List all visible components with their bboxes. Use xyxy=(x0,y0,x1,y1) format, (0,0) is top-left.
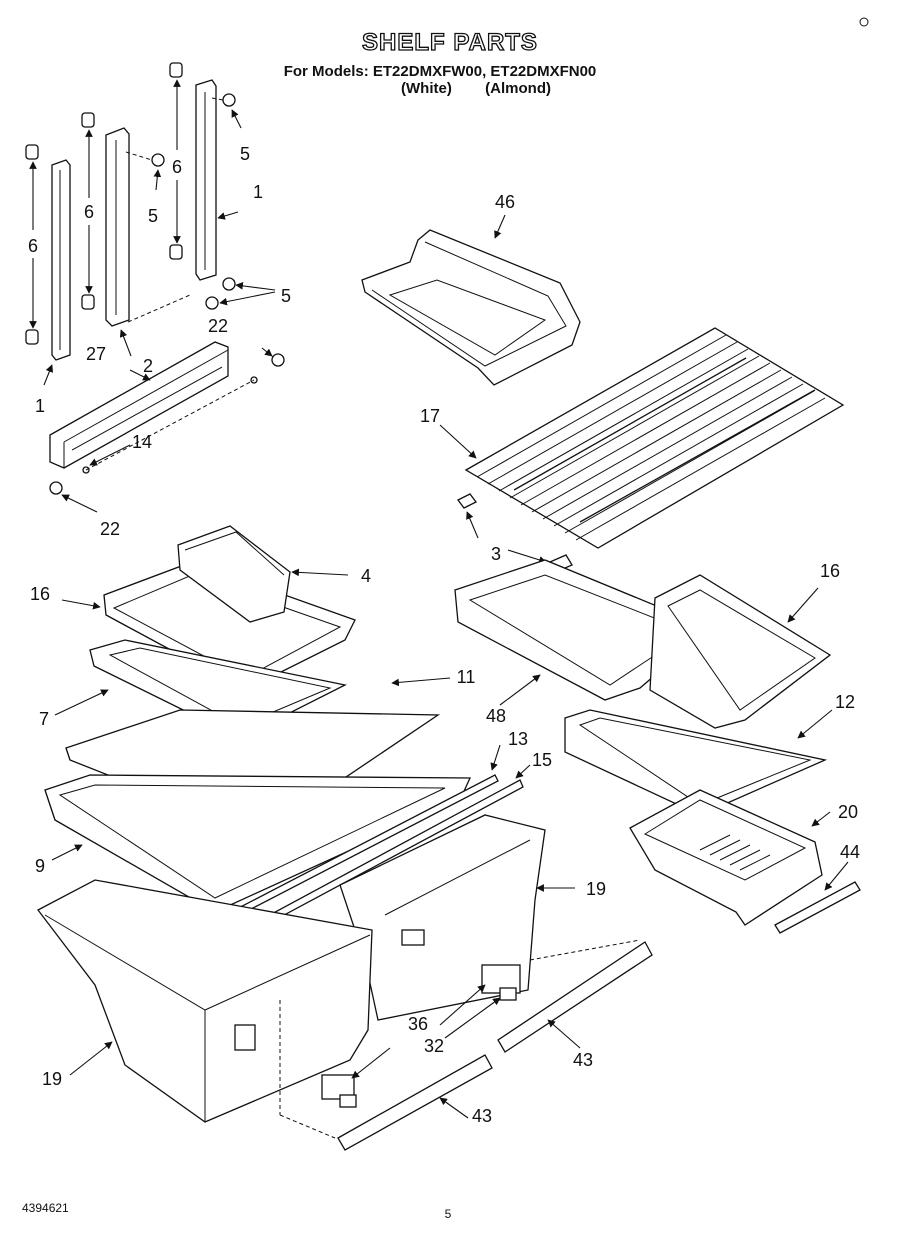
screw xyxy=(151,153,165,167)
screw xyxy=(222,93,236,107)
crisper-cover-frame xyxy=(44,744,531,937)
drawer-label xyxy=(234,1024,256,1051)
callout-3: 3 xyxy=(491,544,501,564)
screw xyxy=(205,296,219,310)
callout-48: 48 xyxy=(486,706,506,726)
corner-mark xyxy=(859,17,869,27)
crisper-drawers xyxy=(37,814,653,1151)
models-line: For Models: ET22DMXFW00, ET22DMXFN00 xyxy=(284,63,597,80)
callout-20: 20 xyxy=(838,802,858,822)
callout-7: 7 xyxy=(39,709,49,729)
ladder-right xyxy=(195,79,217,281)
ladder-cap xyxy=(81,294,95,310)
callout-16: 16 xyxy=(30,584,50,604)
callout-2: 2 xyxy=(143,356,153,376)
callout-22: 22 xyxy=(208,316,228,336)
colors-line: (White) (Almond) xyxy=(401,80,551,97)
screw xyxy=(222,277,236,291)
ladder-left xyxy=(51,159,71,361)
callout-46: 46 xyxy=(495,192,515,212)
callout-labels: 1 1 2 3 4 5 5 5 6 6 6 7 9 11 12 13 14 15… xyxy=(28,144,860,1126)
callout-11: 11 xyxy=(457,667,476,687)
callout-44: 44 xyxy=(840,842,860,862)
ladder-cap xyxy=(25,329,39,345)
page-number: 5 xyxy=(445,1207,452,1221)
callout-19: 19 xyxy=(42,1069,62,1089)
front-trim xyxy=(49,341,285,513)
right-shelves xyxy=(454,559,861,934)
callout-19: 19 xyxy=(586,879,606,899)
ladder-cap xyxy=(81,112,95,128)
callout-22: 22 xyxy=(100,519,120,539)
ladder-middle xyxy=(105,127,130,327)
callout-13: 13 xyxy=(508,729,528,749)
drawer-label xyxy=(401,929,425,946)
callout-43: 43 xyxy=(573,1050,593,1070)
screw-22 xyxy=(49,481,63,495)
callout-9: 9 xyxy=(35,856,45,876)
callout-43: 43 xyxy=(472,1106,492,1126)
document-number: 4394621 xyxy=(22,1201,69,1215)
callout-36: 36 xyxy=(408,1014,428,1034)
screw-22 xyxy=(271,353,285,367)
wire-shelf-17 xyxy=(439,327,845,549)
part-32 xyxy=(499,987,517,1001)
ladder-cap xyxy=(169,244,183,260)
callout-27: 27 xyxy=(86,344,106,364)
part-32 xyxy=(339,1094,357,1108)
shelf-ladders xyxy=(25,62,276,386)
callout-1: 1 xyxy=(35,396,45,416)
callout-16: 16 xyxy=(820,561,840,581)
ladder-cap xyxy=(169,62,183,78)
callout-5: 5 xyxy=(240,144,250,164)
bin-46 xyxy=(361,214,581,386)
bracket-3 xyxy=(457,493,573,573)
page-title: SHELF PARTS xyxy=(362,29,538,56)
left-shelf xyxy=(54,525,451,836)
callout-17: 17 xyxy=(420,406,440,426)
callout-6: 6 xyxy=(172,157,182,177)
callout-14: 14 xyxy=(132,432,152,452)
callout-6: 6 xyxy=(28,236,38,256)
callout-4: 4 xyxy=(361,566,371,586)
ladder-cap xyxy=(25,144,39,160)
trim-bar xyxy=(49,341,229,469)
part-36 xyxy=(321,1074,355,1100)
callout-1: 1 xyxy=(253,182,263,202)
callout-5: 5 xyxy=(281,286,291,306)
callout-6: 6 xyxy=(84,202,94,222)
callout-5: 5 xyxy=(148,206,158,226)
crisper-grille xyxy=(699,834,771,871)
callout-32: 32 xyxy=(424,1036,444,1056)
callout-15: 15 xyxy=(532,750,552,770)
callout-12: 12 xyxy=(835,692,855,712)
